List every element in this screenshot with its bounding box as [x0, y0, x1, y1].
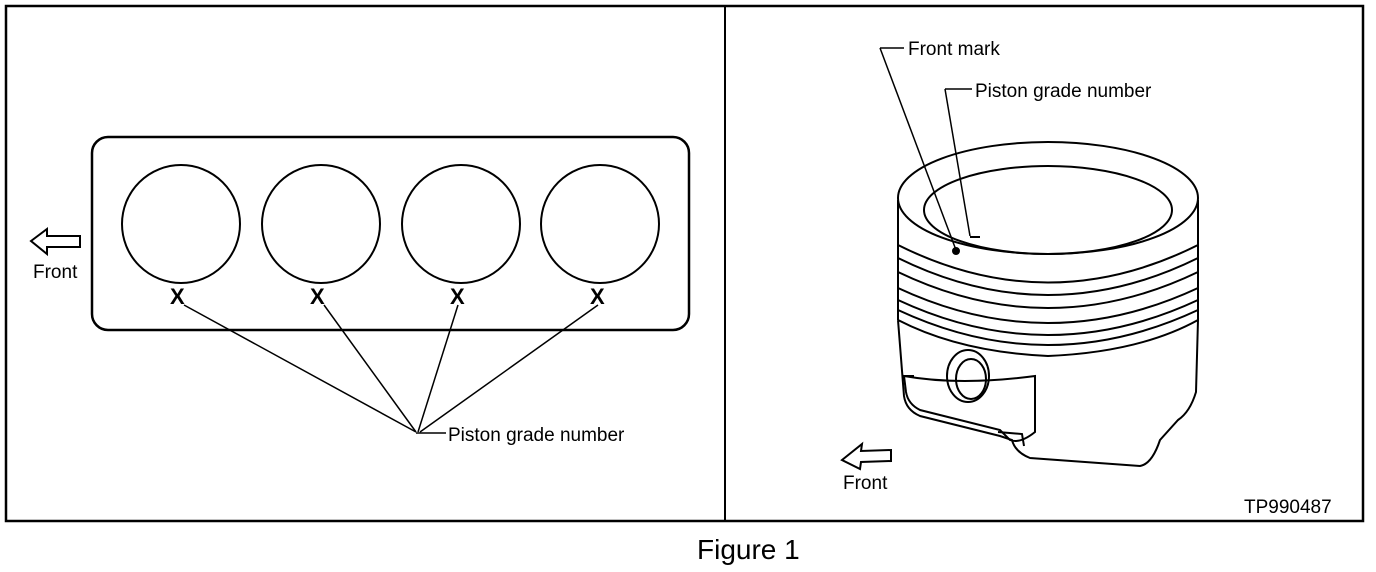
cylinder-4-grade-mark: X [590, 284, 605, 309]
piston-grade-callout-left: Piston grade number [448, 425, 625, 446]
cylinder-bore-4 [540, 164, 660, 284]
cylinder-1-grade-mark: X [170, 284, 185, 309]
cylinder-2-grade-mark: X [310, 284, 325, 309]
cylinder-bore-1 [121, 164, 241, 284]
cylinder-3-grade-mark: X [450, 284, 465, 309]
front-mark-label: Front mark [908, 39, 1000, 60]
cylinder-bore-3 [401, 164, 521, 284]
front-arrow-icon [29, 227, 81, 257]
piston-illustration [897, 141, 1200, 468]
right-front-label: Front [843, 473, 888, 494]
cylinder-block-outline [90, 135, 691, 332]
figure-code: TP990487 [1244, 497, 1332, 518]
front-arrow-icon-right [840, 441, 892, 471]
left-front-label: Front [33, 262, 78, 283]
figure-caption: Figure 1 [697, 534, 800, 565]
grade-leader-lines [183, 304, 599, 434]
right-leader-lines [879, 47, 972, 251]
cylinder-bore-2 [261, 164, 381, 284]
figure-frame [4, 4, 1365, 523]
piston-grade-callout-right: Piston grade number [975, 81, 1152, 102]
